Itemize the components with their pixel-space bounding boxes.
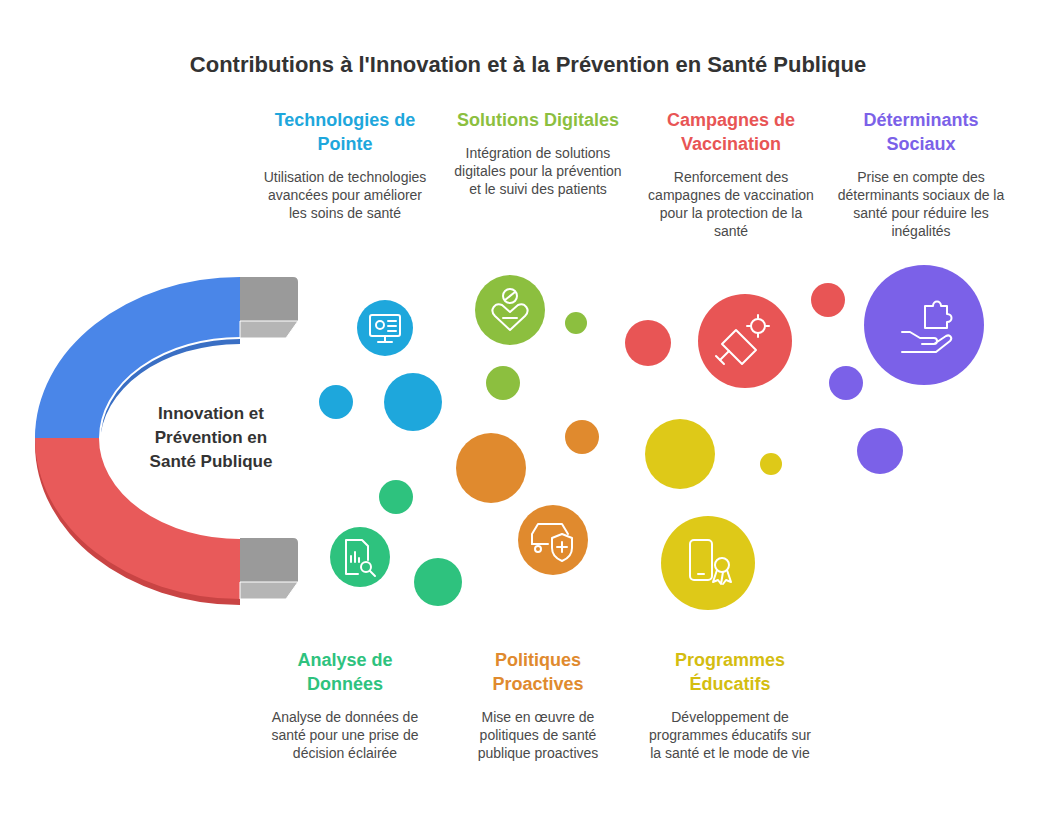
topic-block: Analyse de DonnéesAnalyse de données de … [259, 648, 431, 762]
topic-heading: Politiques Proactives [452, 648, 624, 696]
monitor-icon [357, 300, 413, 356]
topic-description: Prise en compte des déterminants sociaux… [835, 168, 1007, 240]
topic-heading: Technologies de Pointe [259, 108, 431, 156]
icons [330, 265, 984, 610]
topic-description: Utilisation de technologies avancées pou… [259, 168, 431, 222]
topic-heading: Solutions Digitales [452, 108, 624, 132]
topic-description: Intégration de solutions digitales pour … [452, 144, 624, 198]
topic-heading: Programmes Éducatifs [644, 648, 816, 696]
topic-description: Analyse de données de santé pour une pri… [259, 708, 431, 762]
topic-heading: Analyse de Données [259, 648, 431, 696]
bubble [456, 433, 526, 503]
topic-description: Développement de programmes éducatifs su… [644, 708, 816, 762]
report-icon [330, 527, 390, 587]
topic-block: Politiques ProactivesMise en œuvre de po… [452, 648, 624, 762]
bubble [645, 419, 715, 489]
heart-icon [475, 275, 545, 345]
syringe-icon [698, 294, 792, 388]
magnet-cap-side [240, 582, 298, 599]
bubble [486, 366, 520, 400]
bubble [760, 453, 782, 475]
bubble [379, 480, 413, 514]
bubble [565, 420, 599, 454]
magnet-cap [240, 277, 298, 321]
magnet-cap [240, 538, 298, 582]
magnet-shape: Innovation et Prévention en Santé Publiq… [35, 277, 303, 609]
topic-block: Solutions DigitalesIntégration de soluti… [452, 108, 624, 198]
bubble [625, 320, 671, 366]
topic-block: Programmes ÉducatifsDéveloppement de pro… [644, 648, 816, 762]
topic-heading: Campagnes de Vaccination [645, 108, 817, 156]
topic-block: Déterminants SociauxPrise en compte des … [835, 108, 1007, 240]
diagram-title: Contributions à l'Innovation et à la Pré… [0, 52, 1056, 78]
hand-puzzle-icon [864, 265, 984, 385]
topic-block: Campagnes de VaccinationRenforcement des… [645, 108, 817, 240]
bubbles [319, 283, 903, 606]
bubble [414, 558, 462, 606]
bubble [811, 283, 845, 317]
bubble [384, 373, 442, 431]
bubble [857, 428, 903, 474]
topic-heading: Déterminants Sociaux [835, 108, 1007, 156]
car-shield-icon [518, 505, 588, 575]
topic-block: Technologies de PointeUtilisation de tec… [259, 108, 431, 222]
bubble [565, 312, 587, 334]
magnet-cap-side [240, 321, 298, 338]
bubble [319, 385, 353, 419]
topic-description: Renforcement des campagnes de vaccinatio… [645, 168, 817, 240]
bubble [829, 366, 863, 400]
topic-description: Mise en œuvre de politiques de santé pub… [452, 708, 624, 762]
phone-ribbon-icon [661, 516, 755, 610]
central-label: Innovation et Prévention en Santé Publiq… [135, 402, 287, 474]
